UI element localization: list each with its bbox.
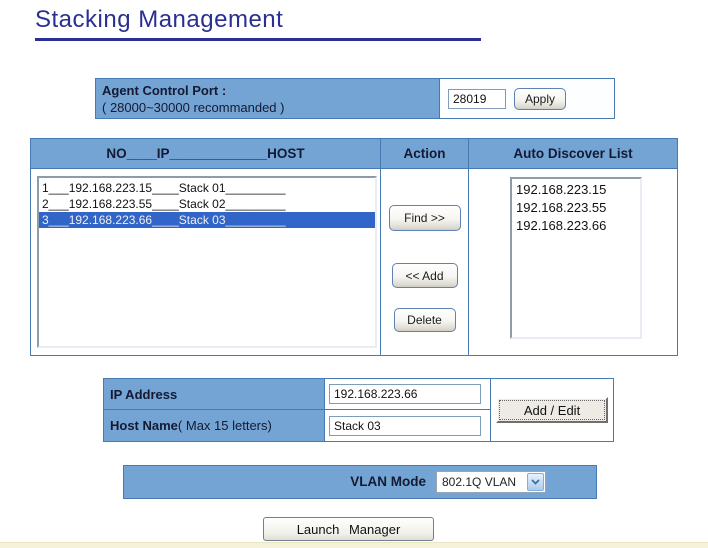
column-header-no-ip-host: NO____IP_____________HOST xyxy=(31,139,381,168)
page-title: Stacking Management xyxy=(35,6,284,33)
host-name-hint: ( Max 15 letters) xyxy=(177,418,272,433)
vlan-mode-bar: VLAN Mode 802.1Q VLAN xyxy=(123,465,597,499)
stack-listbox[interactable]: 1___192.168.223.15____Stack 01_________ … xyxy=(37,176,377,348)
agent-control-input-cell: Apply xyxy=(440,79,614,118)
action-cell: Find >> << Add Delete xyxy=(381,169,469,355)
stack-row[interactable]: 1___192.168.223.15____Stack 01_________ xyxy=(42,181,286,195)
stack-table: NO____IP_____________HOST Action Auto Di… xyxy=(30,138,678,356)
stack-table-body: 1___192.168.223.15____Stack 01_________ … xyxy=(31,169,677,355)
ip-address-input[interactable] xyxy=(329,384,481,404)
column-header-action: Action xyxy=(381,139,469,168)
stack-row[interactable]: 2___192.168.223.55____Stack 02_________ xyxy=(42,197,286,211)
launch-manager-button[interactable]: Launch Manager xyxy=(263,517,434,541)
apply-button[interactable]: Apply xyxy=(514,87,566,110)
stack-table-header: NO____IP_____________HOST Action Auto Di… xyxy=(31,139,677,169)
find-button[interactable]: Find >> xyxy=(388,205,461,231)
footer-strip xyxy=(0,542,708,548)
agent-control-label-cell: Agent Control Port : ( 28000~30000 recom… xyxy=(96,79,440,118)
column-header-auto-discover: Auto Discover List xyxy=(513,146,633,161)
host-name-cell xyxy=(325,410,491,441)
stack-row-selected[interactable]: 3___192.168.223.66____Stack 03_________ xyxy=(39,212,375,228)
agent-control-panel: Agent Control Port : ( 28000~30000 recom… xyxy=(95,78,615,119)
add-edit-cell: Add / Edit xyxy=(491,379,613,441)
title-underline xyxy=(35,38,481,41)
ip-address-cell xyxy=(325,379,491,410)
discover-listbox[interactable]: 192.168.223.15 192.168.223.55 192.168.22… xyxy=(510,177,642,339)
host-name-label: Host Name( Max 15 letters) xyxy=(104,410,325,441)
host-name-input[interactable] xyxy=(329,415,481,436)
discover-item[interactable]: 192.168.223.55 xyxy=(516,200,607,215)
chevron-down-icon[interactable] xyxy=(527,473,544,491)
vlan-mode-select[interactable]: 802.1Q VLAN xyxy=(436,471,546,493)
agent-control-hint: ( 28000~30000 recommanded ) xyxy=(102,100,285,115)
add-button[interactable]: << Add xyxy=(391,263,458,288)
agent-control-label: Agent Control Port : xyxy=(102,83,227,98)
ip-address-label: IP Address xyxy=(104,379,325,410)
agent-port-input[interactable] xyxy=(448,88,506,109)
discover-item[interactable]: 192.168.223.15 xyxy=(516,182,607,197)
discover-item[interactable]: 192.168.223.66 xyxy=(516,218,607,233)
auto-discover-cell: 192.168.223.15 192.168.223.55 192.168.22… xyxy=(469,169,677,355)
vlan-mode-label: VLAN Mode xyxy=(350,474,426,489)
add-edit-button[interactable]: Add / Edit xyxy=(496,397,608,423)
vlan-selected-option: 802.1Q VLAN xyxy=(442,475,517,489)
edit-form: IP Address Add / Edit Host Name( Max 15 … xyxy=(103,378,614,442)
delete-button[interactable]: Delete xyxy=(393,308,456,332)
stack-list-cell: 1___192.168.223.15____Stack 01_________ … xyxy=(31,169,381,355)
